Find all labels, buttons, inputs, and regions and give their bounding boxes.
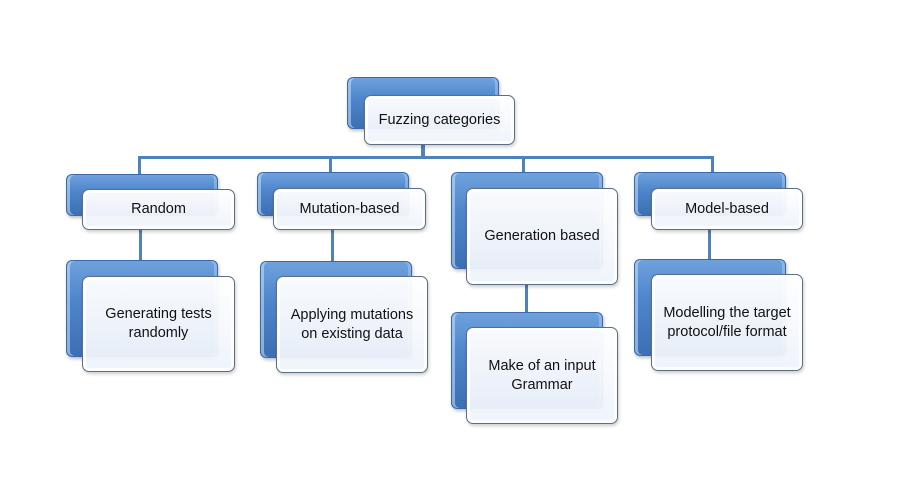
- connector-mutation: [329, 156, 332, 174]
- connector-generation-child: [525, 285, 528, 315]
- category-random-label: Random: [82, 189, 235, 230]
- category-generation-description: Make of an input Grammar: [466, 327, 618, 424]
- root-node-label: Fuzzing categories: [364, 95, 515, 145]
- connector-root-down: [421, 145, 425, 158]
- connector-horizontal: [138, 156, 713, 159]
- category-mutation-description: Applying mutations on existing data: [276, 276, 428, 373]
- category-random-description: Generating tests randomly: [82, 276, 235, 372]
- category-mutation-label: Mutation-based: [273, 188, 426, 230]
- category-generation-label: Generation based: [466, 188, 618, 285]
- connector-generation: [522, 156, 525, 174]
- connector-random: [138, 156, 141, 174]
- connector-model: [711, 156, 714, 174]
- connector-model-child: [708, 230, 711, 262]
- connector-random-child: [139, 230, 142, 262]
- connector-mutation-child: [331, 230, 334, 262]
- category-model-label: Model-based: [651, 188, 803, 230]
- category-model-description: Modelling the target protocol/file forma…: [651, 274, 803, 371]
